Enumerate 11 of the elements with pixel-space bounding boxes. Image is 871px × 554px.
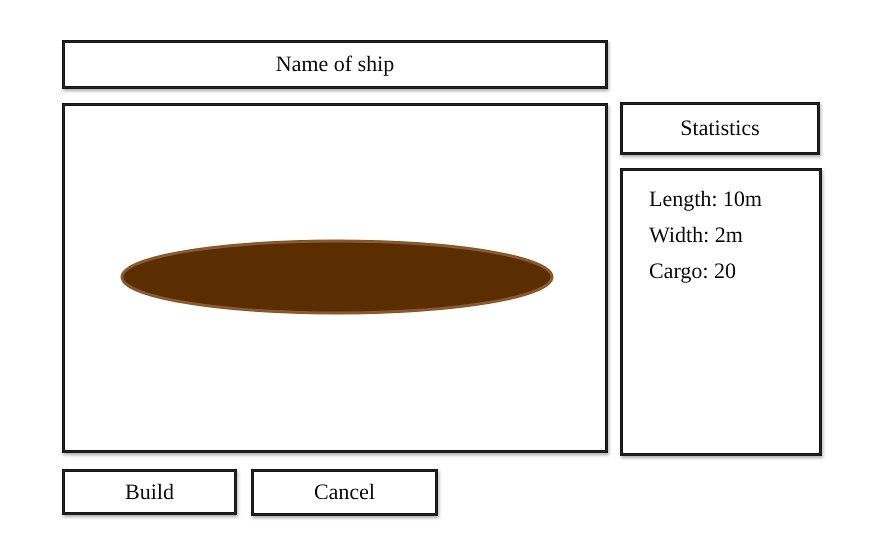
- stat-text: Cargo: 20: [649, 257, 736, 285]
- cancel-button: Cancel: [251, 469, 438, 516]
- build-button: Build: [62, 469, 237, 515]
- panel-heading: Statistics: [680, 116, 760, 141]
- title-box: [62, 40, 608, 89]
- stat-text: Length: 10m: [649, 185, 762, 213]
- stats-panel: [620, 168, 822, 456]
- stat-text: Width: 2m: [649, 221, 743, 249]
- ship-name: Name of ship: [276, 52, 394, 77]
- ship-canvas: [62, 103, 608, 453]
- header-box: [620, 102, 820, 155]
